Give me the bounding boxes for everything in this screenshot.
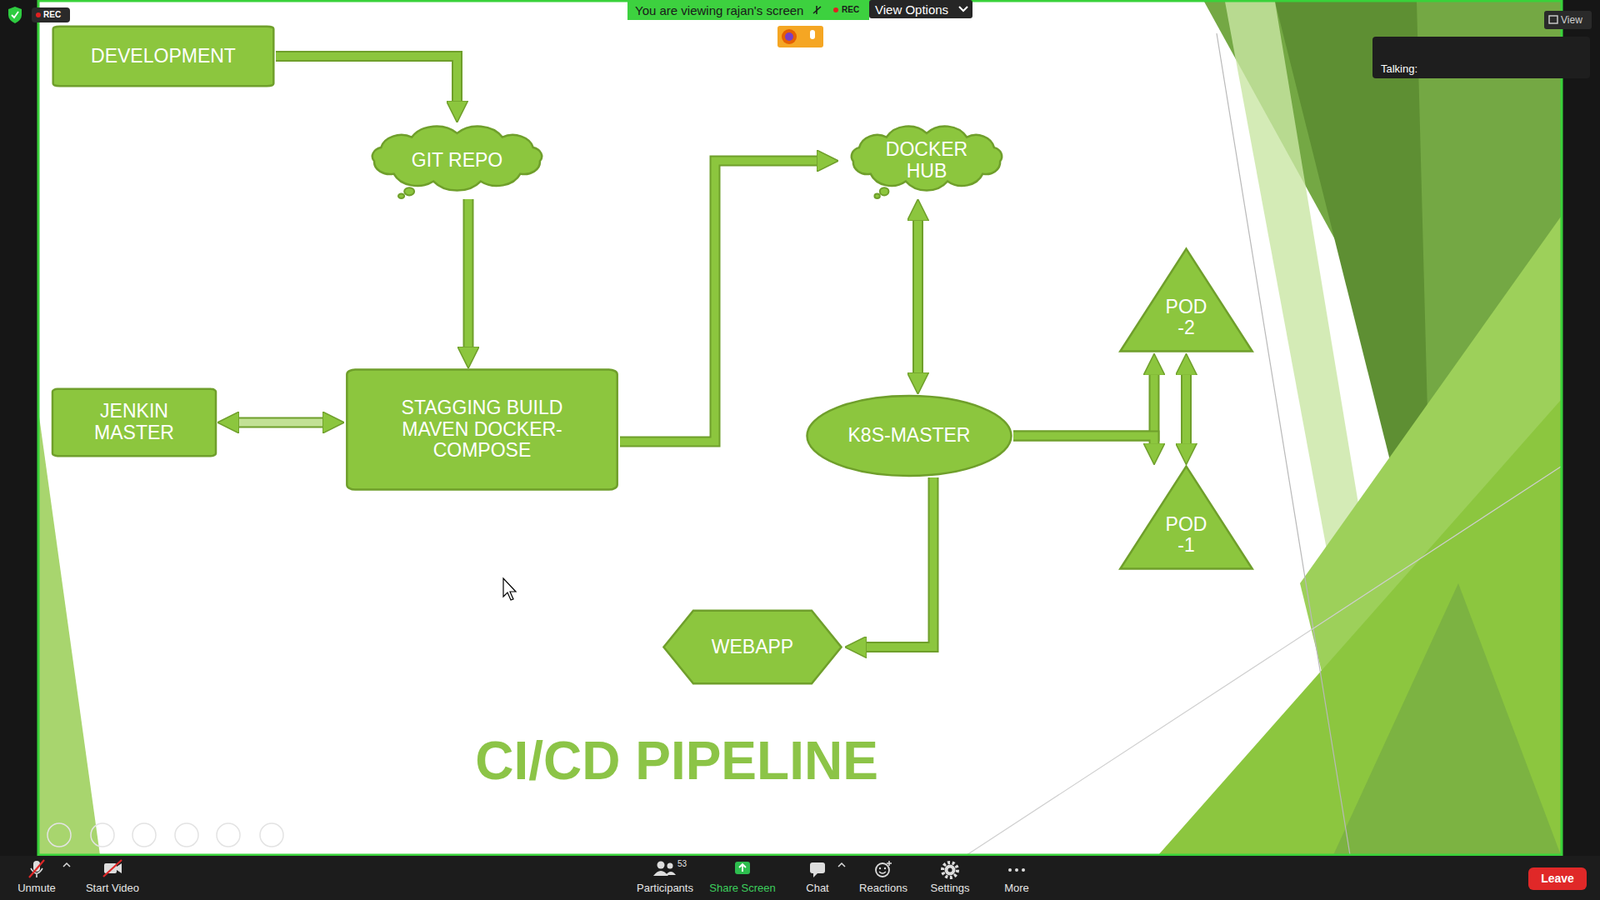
menu-button-text: View Options: [875, 2, 949, 18]
arrow-body: [1013, 366, 1155, 436]
slide-ornament-line: [1216, 33, 1350, 855]
arrow-body: [620, 160, 826, 442]
app-icons: [777, 25, 824, 48]
video-icon: [103, 860, 122, 877]
view-button-text: View: [1560, 14, 1583, 26]
arrow-body: [275, 56, 458, 111]
more-icon: [1008, 868, 1025, 872]
flow-arrow: [1013, 366, 1155, 436]
arrow-body: [1013, 435, 1155, 452]
node-label: STAGGING BUILD MAVEN DOCKER-COMPOSE: [382, 397, 583, 462]
settings-icon: [942, 862, 958, 878]
participants-icon: [653, 861, 676, 877]
flow-arrow: [620, 160, 826, 442]
slide-ornament: [1158, 400, 1561, 855]
slide-toolbar: [47, 823, 284, 847]
arrow-outline: [1180, 366, 1192, 453]
security-icon: [11, 11, 19, 18]
flow-arrow: [857, 477, 934, 648]
mic-icon: [810, 30, 815, 40]
node-label: POD -2: [1161, 296, 1212, 340]
diagram-title: CI/CD PIPELINE: [475, 731, 879, 790]
process-box: STAGGING BUILD MAVEN DOCKER-COMPOSE: [344, 368, 620, 491]
meeting-toolbar: [0, 855, 1600, 900]
master-ellipse: K8S-MASTER: [805, 394, 1014, 478]
toolbar-label: Unmute: [17, 881, 56, 895]
app-hexagon: WEBAPP: [660, 609, 845, 685]
flow-arrow: [1185, 366, 1187, 453]
pod-triangle: POD -2: [1117, 246, 1255, 354]
rec-indicator: REC: [841, 5, 860, 15]
flow-arrow: [917, 211, 919, 382]
arrow-outline: [463, 199, 475, 356]
flow-arrow: [468, 199, 470, 356]
chevron-icon: [959, 6, 968, 11]
browser-icon: [781, 29, 797, 45]
flow-arrow: [230, 422, 332, 424]
node-label: GIT REPO: [411, 150, 504, 172]
node-label: POD -1: [1161, 514, 1212, 558]
slide-ornament: [39, 416, 100, 855]
arrow-outline: [275, 56, 458, 111]
arrow-body: [465, 199, 473, 356]
node-label: K8S-MASTER: [848, 425, 971, 447]
leave-button: [1528, 867, 1587, 890]
toolbar-label: Participants: [636, 881, 694, 895]
flow-arrow: [1013, 435, 1155, 452]
toolbar-label: More: [1004, 881, 1030, 895]
node-label: WEBAPP: [711, 636, 794, 659]
slide-ornament-line: [966, 466, 1561, 855]
toolbar-label: Start Video: [85, 881, 140, 895]
flow-arrow: [275, 56, 458, 111]
process-box: JENKIN MASTER: [50, 388, 218, 457]
banner-icon: [813, 5, 821, 15]
arrow-outline: [620, 160, 826, 442]
browser-icon: [785, 32, 794, 41]
arrow-body: [857, 477, 934, 648]
node-label: DOCKER HUB: [880, 139, 973, 183]
rec-dot: [35, 12, 41, 18]
mute-icon: [29, 860, 70, 878]
process-box: DEVELOPMENT: [50, 25, 276, 87]
slide-background: [39, 1, 1561, 855]
share-border: [38, 0, 1562, 855]
pod-triangle: POD -1: [1117, 464, 1255, 571]
arrow-body: [914, 211, 922, 382]
arrow-outline: [857, 477, 934, 648]
toolbar-label: Chat: [805, 881, 829, 895]
slide-ornament: [1333, 583, 1561, 855]
rec-badge-text: REC: [43, 10, 61, 20]
node-label: JENKIN MASTER: [75, 400, 193, 445]
toolbar-label: Settings: [930, 881, 970, 895]
security-icon: [8, 6, 22, 24]
mouse-cursor: [503, 578, 516, 600]
view-button: [1544, 10, 1592, 30]
share-banner-text: You are viewing rajan's screen: [635, 3, 804, 19]
talking-panel: [1372, 36, 1590, 79]
grid-icon: [1549, 15, 1558, 24]
arrow-outline: [1013, 366, 1155, 436]
view-options-button: [869, 0, 973, 19]
share-banner: [627, 0, 870, 20]
talking-indicator: Talking:: [1380, 62, 1418, 76]
node-label: DEVELOPMENT: [90, 45, 236, 68]
rec-dot: [833, 7, 839, 13]
cloud-node: GIT REPO: [357, 122, 557, 200]
participant-count: 53: [677, 859, 687, 870]
rec-badge: [31, 7, 70, 23]
arrow-body: [1182, 366, 1190, 453]
arrow-body: [230, 419, 332, 427]
chat-icon: [810, 862, 845, 878]
toolbar-label: Reactions: [859, 881, 908, 895]
reactions-icon: [875, 860, 892, 877]
arrow-outline: [1013, 435, 1155, 452]
leave-button-text: Leave: [1540, 871, 1575, 886]
arrow-outline: [230, 417, 332, 429]
cloud-node: DOCKER HUB: [838, 122, 1015, 200]
toolbar-label: Share Screen: [709, 881, 776, 895]
share-screen-icon: [735, 861, 750, 875]
arrow-outline: [912, 211, 924, 382]
